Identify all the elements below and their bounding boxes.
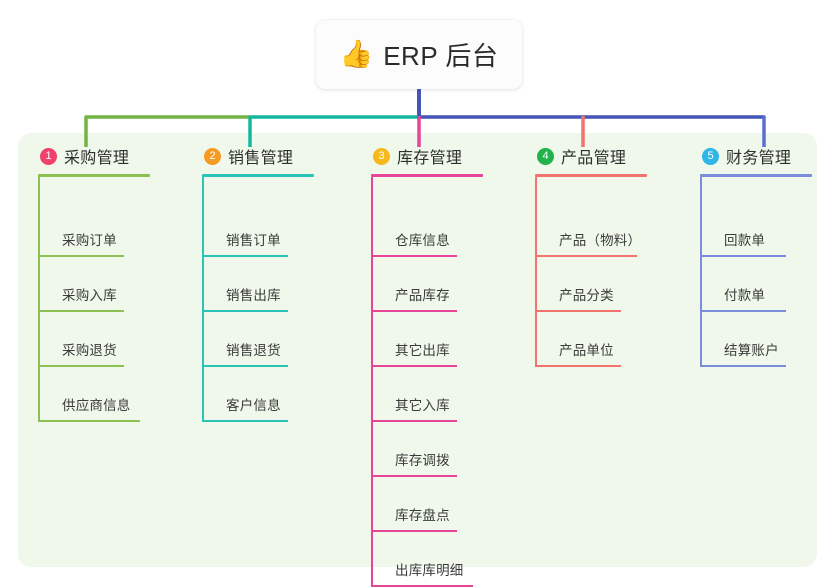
item-rule xyxy=(38,365,124,367)
item-label: 回款单 xyxy=(724,233,766,248)
column-spine xyxy=(202,177,204,422)
column-title-2: 销售管理 xyxy=(228,150,294,167)
column-rule-2 xyxy=(202,174,314,177)
column-rule-3 xyxy=(371,174,483,177)
item-rule xyxy=(38,310,124,312)
item-rule xyxy=(535,310,621,312)
column-title-5: 财务管理 xyxy=(726,150,792,167)
branches-panel xyxy=(18,133,817,567)
branch-column-3: 3 库存管理 仓库信息 产品库存 其它出库 其它入库 库存调拨 xyxy=(371,145,483,587)
item-label: 仓库信息 xyxy=(395,233,450,248)
item-rule xyxy=(202,420,288,422)
column-spine xyxy=(535,177,537,367)
column-spine xyxy=(371,177,373,587)
column-title-1: 采购管理 xyxy=(64,150,130,167)
item-rule xyxy=(202,365,288,367)
root-node[interactable]: 👍 ERP 后台 xyxy=(316,20,522,89)
item-rule xyxy=(700,255,786,257)
item-rule xyxy=(371,420,457,422)
item-label: 其它出库 xyxy=(395,343,450,358)
item-label: 出库库明细 xyxy=(395,563,464,578)
item-label: 销售订单 xyxy=(226,233,281,248)
root-node-title: ERP 后台 xyxy=(383,41,499,71)
item-rule xyxy=(38,255,124,257)
branch-column-4: 4 产品管理 产品（物料） 产品分类 产品单位 xyxy=(535,145,647,367)
item-label: 产品分类 xyxy=(559,288,614,303)
column-badge-5: 5 xyxy=(702,147,719,165)
branch-column-2: 2 销售管理 销售订单 销售出库 销售退货 客户信息 xyxy=(202,145,314,422)
item-label: 产品库存 xyxy=(395,288,450,303)
branch-column-5: 5 财务管理 回款单 付款单 结算账户 xyxy=(700,145,812,367)
column-rule-5 xyxy=(700,174,812,177)
column-title-4: 产品管理 xyxy=(561,150,627,167)
item-label: 产品（物料） xyxy=(559,233,642,248)
item-label: 采购退货 xyxy=(62,343,117,358)
item-rule xyxy=(371,255,457,257)
column-header-5[interactable]: 5 财务管理 xyxy=(700,145,812,167)
item-label: 销售出库 xyxy=(226,288,281,303)
column-badge-4: 4 xyxy=(537,147,554,165)
branch-column-1: 1 采购管理 采购订单 采购入库 采购退货 供应商信息 xyxy=(38,145,150,422)
column-header-2[interactable]: 2 销售管理 xyxy=(202,145,314,167)
item-rule xyxy=(700,310,786,312)
item-rule xyxy=(371,365,457,367)
item-label: 库存调拨 xyxy=(395,453,450,468)
column-badge-2: 2 xyxy=(204,147,221,165)
column-header-1[interactable]: 1 采购管理 xyxy=(38,145,150,167)
item-label: 采购订单 xyxy=(62,233,117,248)
item-label: 付款单 xyxy=(724,288,766,303)
item-rule xyxy=(38,420,140,422)
column-rule-4 xyxy=(535,174,647,177)
item-label: 产品单位 xyxy=(559,343,614,358)
item-label: 库存盘点 xyxy=(395,508,450,523)
item-label: 采购入库 xyxy=(62,288,117,303)
item-rule xyxy=(535,365,621,367)
item-rule xyxy=(700,365,786,367)
thumbs-up-icon: 👍 xyxy=(339,39,374,69)
column-badge-1: 1 xyxy=(40,147,57,165)
item-rule xyxy=(202,310,288,312)
column-header-3[interactable]: 3 库存管理 xyxy=(371,145,483,167)
column-spine xyxy=(38,177,40,422)
item-rule xyxy=(371,475,457,477)
column-header-4[interactable]: 4 产品管理 xyxy=(535,145,647,167)
item-rule xyxy=(535,255,637,257)
item-label: 结算账户 xyxy=(724,343,779,358)
item-rule xyxy=(371,585,473,587)
item-label: 客户信息 xyxy=(226,398,281,413)
item-rule xyxy=(371,530,457,532)
column-badge-3: 3 xyxy=(373,147,390,165)
item-rule xyxy=(371,310,457,312)
column-rule-1 xyxy=(38,174,150,177)
item-label: 其它入库 xyxy=(395,398,450,413)
item-rule xyxy=(202,255,288,257)
column-spine xyxy=(700,177,702,367)
item-label: 销售退货 xyxy=(226,343,281,358)
column-title-3: 库存管理 xyxy=(397,150,463,167)
item-label: 供应商信息 xyxy=(62,398,131,413)
